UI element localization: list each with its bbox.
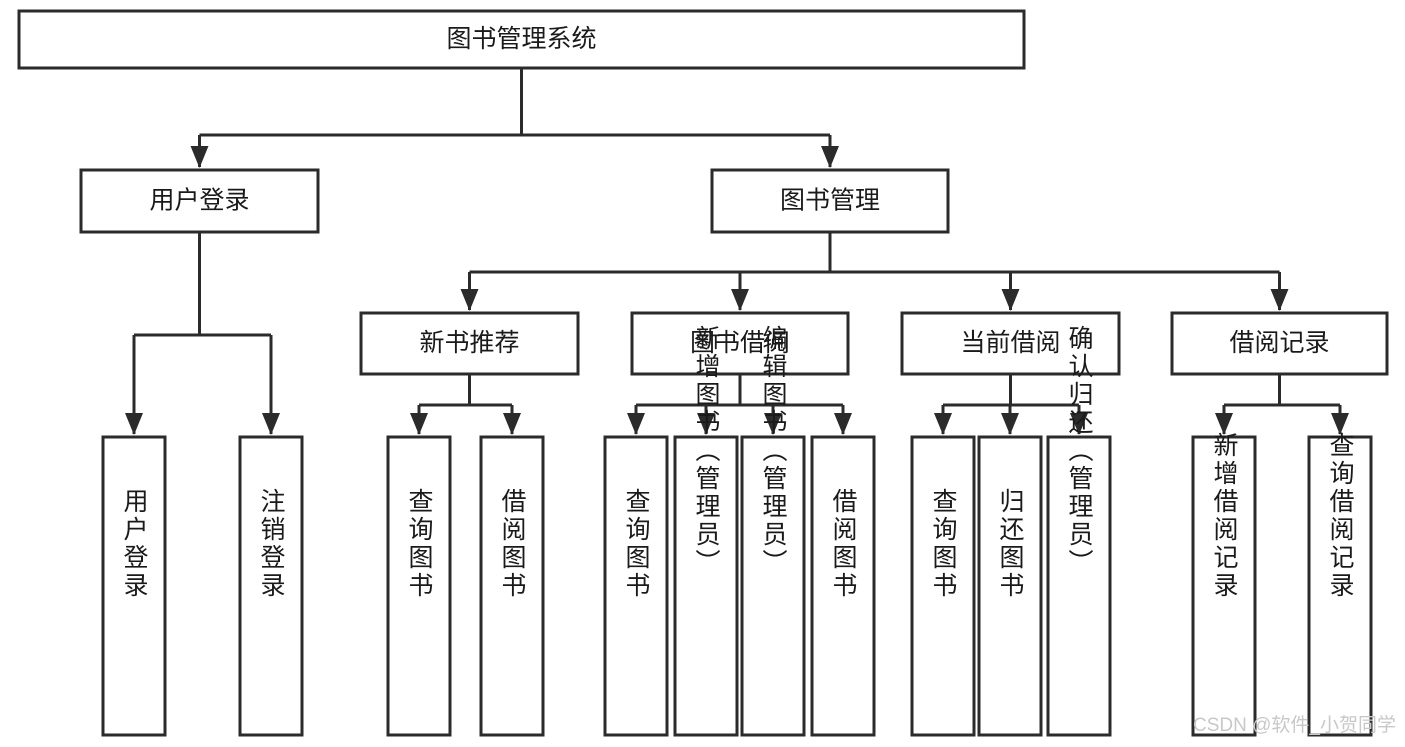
node-leaf-5-label: 新增图书（管理员） (692, 325, 721, 577)
node-root-title[interactable]: 图书管理系统 (17, 9, 1026, 70)
node-leaf-12-label: 查询借阅记录 (1326, 432, 1355, 600)
node-level3-1[interactable]: 图书借阅 (630, 311, 850, 376)
node-level3-2-rect (900, 311, 1121, 376)
node-leaf-3-rect (479, 435, 545, 737)
node-leaf-8[interactable]: 查询图书 (910, 435, 976, 737)
node-leaf-1-rect (238, 435, 304, 737)
node-leaf-9-rect (977, 435, 1043, 737)
node-leaf-4[interactable]: 查询图书 (603, 435, 669, 737)
node-root-title-rect (17, 9, 1026, 70)
node-level2-0-rect (79, 168, 320, 234)
arrow-head (1215, 413, 1233, 435)
arrow-head (1331, 413, 1349, 435)
node-level3-2-label: 当前借阅 (960, 329, 1060, 357)
node-layer: 图书管理系统用户登录图书管理新书推荐图书借阅当前借阅借阅记录用户登录注销登录查询… (17, 9, 1389, 737)
arrow-head (731, 289, 749, 311)
node-level3-3[interactable]: 借阅记录 (1170, 311, 1389, 376)
node-leaf-8-rect (910, 435, 976, 737)
connector-layer (125, 68, 1349, 435)
node-level2-1-label: 图书管理 (780, 187, 880, 215)
arrow-head (697, 413, 715, 435)
node-level3-3-label: 借阅记录 (1229, 329, 1329, 357)
node-level3-1-label: 图书借阅 (690, 329, 790, 357)
node-leaf-0[interactable]: 用户登录 (101, 435, 167, 737)
node-leaf-6-label: 编辑图书（管理员） (759, 325, 788, 577)
node-leaf-1-label: 注销登录 (257, 488, 286, 600)
arrow-head (1001, 289, 1020, 311)
node-root-title-label: 图书管理系统 (446, 25, 596, 53)
arrow-head (125, 413, 143, 435)
node-leaf-6-rect (740, 435, 806, 737)
arrow-head (262, 413, 280, 435)
node-level2-0[interactable]: 用户登录 (79, 168, 320, 234)
arrow-head (503, 413, 521, 435)
node-leaf-2-label: 查询图书 (405, 488, 434, 600)
node-level2-0-label: 用户登录 (149, 187, 249, 215)
arrow-head (821, 146, 839, 168)
arrow-head (460, 289, 479, 311)
node-level2-1[interactable]: 图书管理 (710, 168, 950, 234)
node-leaf-5-rect (673, 435, 739, 737)
node-leaf-7-rect (810, 435, 876, 737)
node-leaf-0-label: 用户登录 (120, 488, 149, 600)
node-leaf-11-label: 新增借阅记录 (1210, 432, 1239, 600)
arrow-head (1001, 413, 1019, 435)
node-leaf-9[interactable]: 归还图书 (977, 435, 1043, 737)
node-leaf-12[interactable]: 查询借阅记录 (1307, 432, 1373, 737)
node-leaf-3-label: 借阅图书 (498, 488, 527, 600)
node-level3-3-rect (1170, 311, 1389, 376)
node-leaf-4-rect (603, 435, 669, 737)
node-leaf-2-rect (386, 435, 452, 737)
node-leaf-10[interactable]: 确认归还（管理员） (1046, 325, 1112, 737)
node-leaf-5[interactable]: 新增图书（管理员） (673, 325, 739, 737)
node-leaf-11-rect (1191, 435, 1257, 737)
node-leaf-7[interactable]: 借阅图书 (810, 435, 876, 737)
node-leaf-2[interactable]: 查询图书 (386, 435, 452, 737)
arrow-head (627, 413, 645, 435)
arrow-head (1070, 413, 1088, 435)
node-leaf-11[interactable]: 新增借阅记录 (1191, 432, 1257, 737)
node-leaf-12-rect (1307, 435, 1373, 737)
node-leaf-0-rect (101, 435, 167, 737)
node-leaf-6[interactable]: 编辑图书（管理员） (740, 325, 806, 737)
node-level3-1-rect (630, 311, 850, 376)
node-leaf-8-label: 查询图书 (929, 488, 958, 600)
node-level3-0-label: 新书推荐 (419, 329, 519, 357)
node-leaf-4-label: 查询图书 (622, 488, 651, 600)
node-leaf-1[interactable]: 注销登录 (238, 435, 304, 737)
arrow-head (1270, 289, 1289, 311)
arrow-head (934, 413, 952, 435)
node-level3-0-rect (359, 311, 580, 376)
csdn-watermark: CSDN @软件_小贺同学 (1193, 714, 1396, 736)
arrow-head (410, 413, 428, 435)
node-leaf-9-label: 归还图书 (996, 488, 1025, 600)
node-level2-1-rect (710, 168, 950, 234)
arrow-head (190, 146, 209, 168)
node-leaf-10-rect (1046, 435, 1112, 737)
node-level3-2[interactable]: 当前借阅 (900, 311, 1121, 376)
arrow-head (834, 413, 852, 435)
node-leaf-7-label: 借阅图书 (829, 488, 858, 600)
node-leaf-10-label: 确认归还（管理员） (1065, 325, 1094, 577)
node-level3-0[interactable]: 新书推荐 (359, 311, 580, 376)
arrow-head (764, 413, 782, 435)
node-leaf-3[interactable]: 借阅图书 (479, 435, 545, 737)
